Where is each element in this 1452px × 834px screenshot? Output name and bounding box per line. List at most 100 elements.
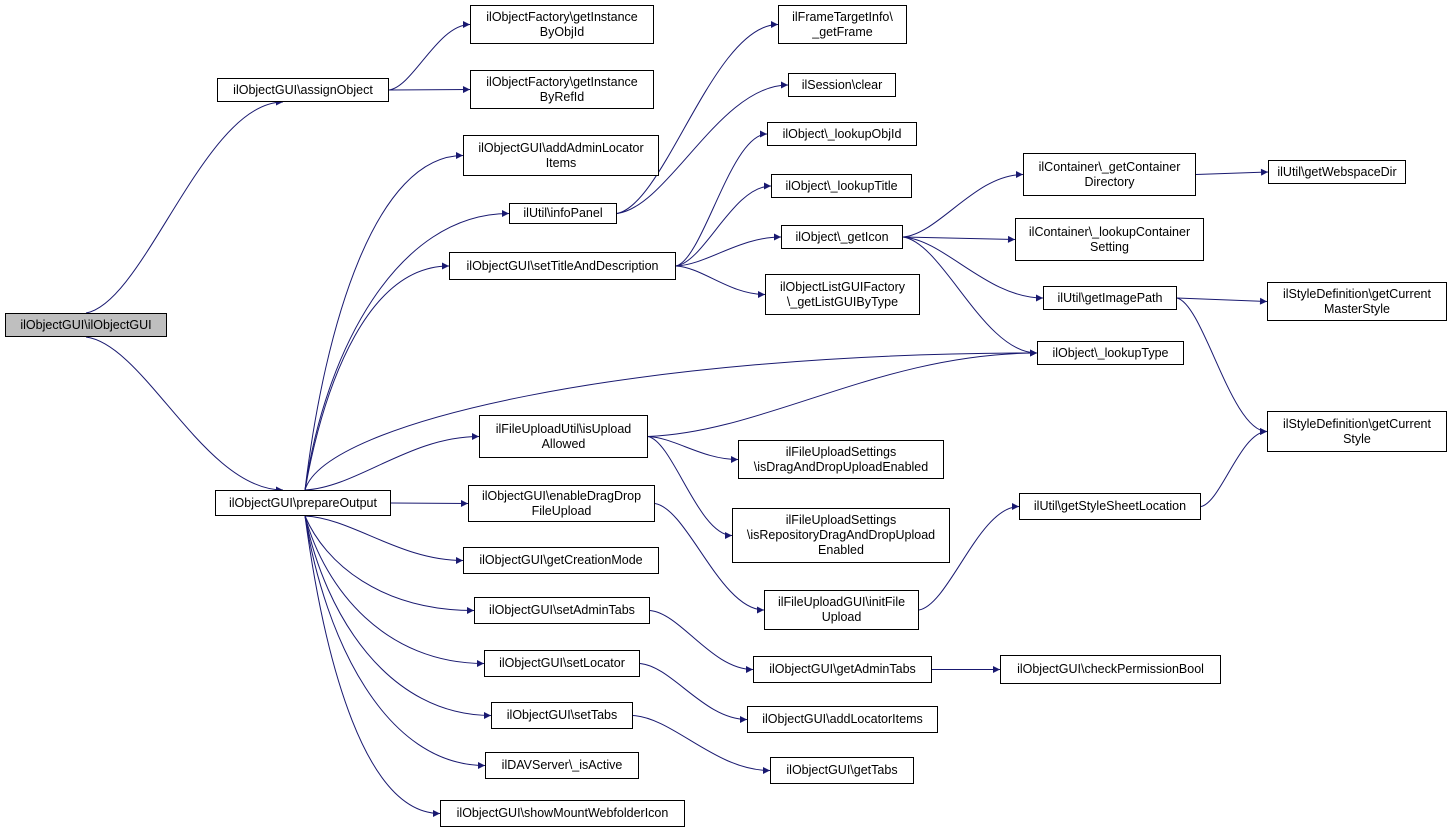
node-label: ilFileUploadUtil\isUpload Allowed — [495, 421, 632, 451]
edge-prepareOutput-to-enableDragDropFileUpload — [390, 499, 469, 507]
node-label: ilUtil\infoPanel — [523, 206, 603, 220]
edge-assignObject-to-getInstanceByObjId — [388, 21, 471, 91]
edge-prepareOutput-to-infoPanel — [304, 210, 510, 491]
edge-isUploadAllowed-to-isDragAndDropUploadEnabled — [647, 436, 739, 463]
edge-prepareOutput-to-isUploadAllowed — [304, 433, 480, 491]
edge-root-to-assignObject — [85, 98, 284, 314]
edge-prepareOutput-to-setTitleAndDescription — [304, 262, 450, 491]
node-label: ilObjectGUI\addAdminLocator Items — [478, 140, 644, 170]
node-label: ilFileUploadSettings \isRepositoryDragAn… — [746, 513, 936, 557]
edge-setTitleAndDescription-to-getListGUIByType — [675, 265, 766, 298]
edge-initFileUpload-to-getStyleSheetLocation — [918, 503, 1020, 611]
edge-infoPanel-to-getFrame — [616, 21, 779, 214]
node-getContainerDirectory[interactable]: ilContainer\_getContainer Directory — [1023, 153, 1196, 196]
node-label: ilObjectGUI\setLocator — [499, 656, 625, 670]
node-label: ilObjectGUI\prepareOutput — [229, 495, 377, 510]
node-isRepositoryDragAndDropUploadEnabled[interactable]: ilFileUploadSettings \isRepositoryDragAn… — [732, 508, 950, 563]
node-addAdminLocatorItems[interactable]: ilObjectGUI\addAdminLocator Items — [463, 135, 659, 176]
node-label: ilObject\_lookupObjId — [782, 126, 902, 141]
node-label: ilObjectGUI\ilObjectGUI — [20, 317, 152, 332]
node-setTabs[interactable]: ilObjectGUI\setTabs — [491, 702, 633, 729]
node-sessionClear[interactable]: ilSession\clear — [788, 73, 896, 97]
node-getCurrentStyle[interactable]: ilStyleDefinition\getCurrent Style — [1267, 411, 1447, 452]
node-lookupObjId[interactable]: ilObject\_lookupObjId — [767, 122, 917, 146]
node-setAdminTabs[interactable]: ilObjectGUI\setAdminTabs — [474, 597, 650, 624]
edge-getIcon-to-lookupType — [902, 236, 1038, 357]
node-initFileUpload[interactable]: ilFileUploadGUI\initFile Upload — [764, 590, 919, 630]
node-lookupType[interactable]: ilObject\_lookupType — [1037, 341, 1184, 365]
node-getStyleSheetLocation[interactable]: ilUtil\getStyleSheetLocation — [1019, 493, 1201, 520]
node-label: ilUtil\getWebspaceDir — [1277, 164, 1397, 179]
node-label: ilUtil\getImagePath — [1057, 290, 1163, 305]
node-label: ilObject\_lookupType — [1052, 345, 1169, 360]
node-setTitleAndDescription[interactable]: ilObjectGUI\setTitleAndDescription — [449, 252, 676, 280]
edge-prepareOutput-to-addAdminLocatorItems — [304, 152, 464, 491]
edge-enableDragDropFileUpload-to-initFileUpload — [654, 503, 765, 614]
node-getCreationMode[interactable]: ilObjectGUI\getCreationMode — [463, 547, 659, 574]
edge-getImagePath-to-getCurrentMasterStyle — [1176, 297, 1268, 305]
node-label: ilObjectGUI\setAdminTabs — [489, 603, 635, 617]
node-isUploadAllowed[interactable]: ilFileUploadUtil\isUpload Allowed — [479, 415, 648, 458]
node-addLocatorItems[interactable]: ilObjectGUI\addLocatorItems — [747, 706, 938, 733]
node-label: ilFileUploadSettings \isDragAndDropUploa… — [753, 444, 929, 474]
node-label: ilObject\_getIcon — [795, 229, 889, 244]
node-label: ilFileUploadGUI\initFile Upload — [777, 595, 906, 624]
edge-setTitleAndDescription-to-lookupTitle — [675, 182, 772, 267]
node-label: ilContainer\_getContainer Directory — [1038, 159, 1181, 189]
node-infoPanel[interactable]: ilUtil\infoPanel — [509, 203, 617, 224]
node-getInstanceByRefId[interactable]: ilObjectFactory\getInstance ByRefId — [470, 70, 654, 109]
node-isDragAndDropUploadEnabled[interactable]: ilFileUploadSettings \isDragAndDropUploa… — [738, 440, 944, 479]
edge-isUploadAllowed-to-isRepositoryDragAndDropUploadEnabled — [647, 436, 733, 539]
node-getWebspaceDir[interactable]: ilUtil\getWebspaceDir — [1268, 160, 1406, 184]
node-getImagePath[interactable]: ilUtil\getImagePath — [1043, 286, 1177, 310]
node-isActive[interactable]: ilDAVServer\_isActive — [485, 752, 639, 779]
edge-getStyleSheetLocation-to-getCurrentStyle — [1200, 428, 1268, 507]
edge-getIcon-to-getContainerDirectory — [902, 171, 1024, 238]
node-label: ilObjectGUI\setTitleAndDescription — [466, 258, 659, 273]
node-label: ilObjectGUI\showMountWebfolderIcon — [456, 806, 669, 820]
edge-prepareOutput-to-getCreationMode — [304, 515, 464, 564]
node-label: ilObjectGUI\getTabs — [786, 763, 898, 777]
edge-setAdminTabs-to-getAdminTabs — [649, 610, 754, 673]
edge-root-to-prepareOutput — [85, 336, 284, 494]
edge-prepareOutput-to-setAdminTabs — [304, 515, 475, 614]
edge-prepareOutput-to-setTabs — [304, 515, 492, 719]
node-label: ilSession\clear — [801, 77, 883, 92]
node-label: ilStyleDefinition\getCurrent MasterStyle — [1283, 286, 1431, 316]
node-label: ilObjectGUI\getCreationMode — [479, 553, 643, 567]
node-setLocator[interactable]: ilObjectGUI\setLocator — [484, 650, 640, 677]
edge-setTitleAndDescription-to-lookupObjId — [675, 130, 768, 267]
node-getTabs[interactable]: ilObjectGUI\getTabs — [770, 757, 914, 784]
edge-setLocator-to-addLocatorItems — [639, 663, 748, 723]
node-checkPermissionBool[interactable]: ilObjectGUI\checkPermissionBool — [1000, 655, 1221, 684]
edge-infoPanel-to-sessionClear — [616, 81, 789, 214]
node-label: ilObjectListGUIFactory \_getListGUIByTyp… — [779, 279, 906, 309]
node-label: ilObjectFactory\getInstance ByObjId — [486, 9, 638, 39]
node-root[interactable]: ilObjectGUI\ilObjectGUI — [5, 313, 167, 337]
edge-getIcon-to-lookupContainerSetting — [902, 235, 1016, 243]
node-label: ilObject\_lookupTitle — [785, 178, 898, 193]
node-lookupContainerSetting[interactable]: ilContainer\_lookupContainer Setting — [1015, 218, 1204, 261]
node-getAdminTabs[interactable]: ilObjectGUI\getAdminTabs — [753, 656, 932, 683]
node-getFrame[interactable]: ilFrameTargetInfo\ _getFrame — [778, 5, 907, 44]
edge-setTitleAndDescription-to-getIcon — [675, 233, 782, 267]
edge-getImagePath-to-getCurrentStyle — [1176, 297, 1268, 435]
node-assignObject[interactable]: ilObjectGUI\assignObject — [217, 78, 389, 102]
node-getInstanceByObjId[interactable]: ilObjectFactory\getInstance ByObjId — [470, 5, 654, 44]
node-prepareOutput[interactable]: ilObjectGUI\prepareOutput — [215, 490, 391, 516]
node-enableDragDropFileUpload[interactable]: ilObjectGUI\enableDragDrop FileUpload — [468, 485, 655, 522]
edge-assignObject-to-getInstanceByRefId — [388, 86, 471, 94]
node-showMountWebfolderIcon[interactable]: ilObjectGUI\showMountWebfolderIcon — [440, 800, 685, 827]
node-label: ilObjectGUI\getAdminTabs — [769, 662, 916, 676]
node-getListGUIByType[interactable]: ilObjectListGUIFactory \_getListGUIByTyp… — [765, 274, 920, 315]
node-getCurrentMasterStyle[interactable]: ilStyleDefinition\getCurrent MasterStyle — [1267, 282, 1447, 321]
node-label: ilObjectGUI\assignObject — [233, 82, 373, 97]
node-lookupTitle[interactable]: ilObject\_lookupTitle — [771, 174, 912, 198]
node-label: ilUtil\getStyleSheetLocation — [1033, 499, 1187, 513]
edge-prepareOutput-to-isActive — [304, 515, 486, 769]
edge-prepareOutput-to-showMountWebfolderIcon — [304, 515, 441, 817]
node-label: ilObjectGUI\addLocatorItems — [762, 712, 923, 726]
node-getIcon[interactable]: ilObject\_getIcon — [781, 225, 903, 249]
node-label: ilObjectGUI\enableDragDrop FileUpload — [481, 488, 642, 518]
